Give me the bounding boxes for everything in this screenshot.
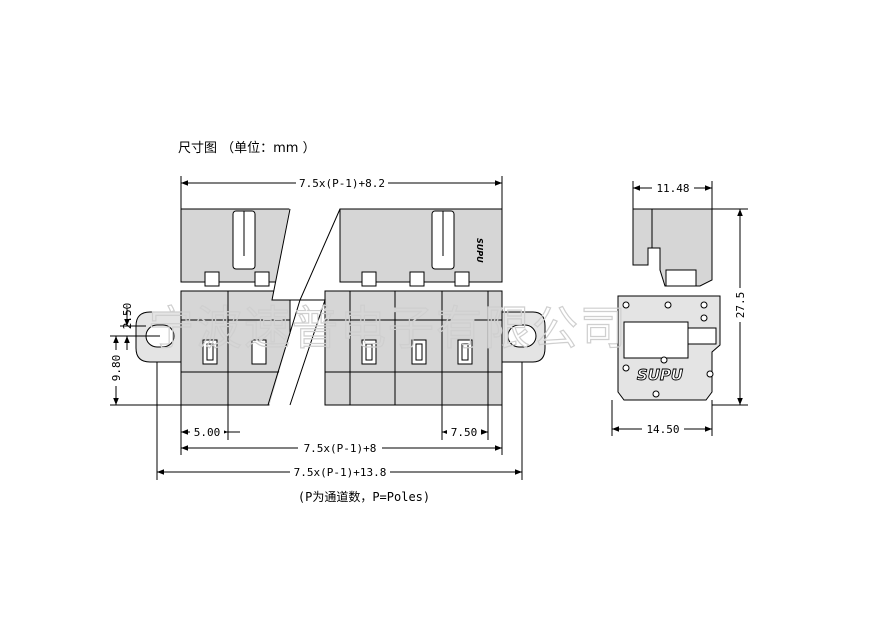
side-view: SUPU <box>617 208 721 401</box>
dim-overall-top: 7.5x(P-1)+8.2 <box>299 177 385 190</box>
dim-hole-offset: 2.50 <box>121 303 134 330</box>
dim-side-bottom-width: 14.50 <box>646 423 679 436</box>
plug-slot <box>361 271 377 287</box>
terminal-window <box>251 339 267 365</box>
brand-logo: SUPU <box>637 366 683 384</box>
plug-slot <box>454 271 470 287</box>
plug-slot <box>409 271 425 287</box>
watermark: 宁波速普电子有限公司 <box>148 301 628 355</box>
plug-slot <box>254 271 270 287</box>
dim-pitch: 7.50 <box>451 426 478 439</box>
dim-side-height: 27.5 <box>734 292 747 319</box>
footnote: (P为通道数，P=Poles) <box>298 489 430 504</box>
drawing-title: 尺寸图 （单位：mm ） <box>178 141 316 156</box>
dim-height-left: 9.80 <box>110 355 123 382</box>
side-latch <box>665 269 697 287</box>
side-screw <box>687 327 717 345</box>
side-plug <box>632 208 713 287</box>
front-dimensions: 7.5x(P-1)+8.2 2.50 9.80 5.00 7.50 7.5x(P <box>108 176 523 480</box>
plug-brand: SUPU <box>475 238 484 263</box>
flange-hole-right <box>507 324 537 348</box>
side-cavity <box>623 321 689 359</box>
dim-overall-bottom: 7.5x(P-1)+13.8 <box>294 466 387 479</box>
plug-slot <box>204 271 220 287</box>
front-view: SUPU <box>135 205 546 410</box>
dim-side-top-width: 11.48 <box>656 182 689 195</box>
side-dimensions: 11.48 27.5 14.50 <box>611 181 748 436</box>
dim-pitch-total: 7.5x(P-1)+8 <box>304 442 377 455</box>
dim-first-offset: 5.00 <box>194 426 221 439</box>
plug-housing-right <box>339 208 503 283</box>
